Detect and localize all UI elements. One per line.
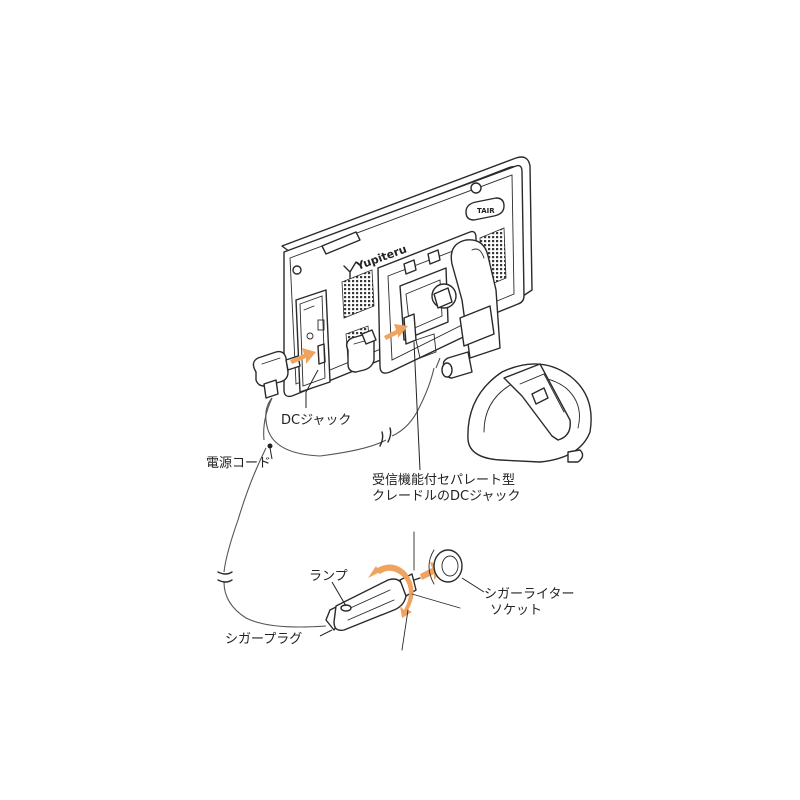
label-lamp: ランプ <box>309 569 348 584</box>
top-slot <box>321 231 361 255</box>
label-cradle-dc-jack-line1: 受信機能付セパレート型 <box>372 473 515 488</box>
tair-button-label: TAIR <box>477 207 495 215</box>
label-cigar-socket-line2: ソケット <box>490 603 542 618</box>
label-cigar-socket-line1: シガーライター <box>484 587 574 602</box>
headphone-jack-icon <box>306 332 314 340</box>
cradle-dc-jack <box>403 313 417 345</box>
power-button-icon <box>470 182 482 194</box>
dc-jack-port <box>317 343 326 365</box>
label-cigar-plug: シガープラグ <box>225 632 302 647</box>
suction-mount <box>441 239 592 463</box>
cigar-lighter-socket <box>401 531 463 651</box>
leader-lines <box>267 341 485 637</box>
wavy-break-icon <box>379 427 392 447</box>
speaker-grille <box>341 269 375 319</box>
brand-mark-icon <box>343 261 357 281</box>
cradle-plug <box>345 329 377 373</box>
arrow-right-icon <box>290 348 316 364</box>
label-dc-jack: DCジャック <box>281 413 351 428</box>
mount-hole-icon <box>292 265 302 275</box>
tair-button[interactable] <box>465 197 505 221</box>
cigar-plug <box>325 564 421 632</box>
label-cradle-dc-jack-line2: クレードルのDCジャック <box>372 489 520 504</box>
lamp-indicator <box>340 604 352 612</box>
label-power-cord: 電源コード <box>206 456 271 471</box>
wavy-break-icon <box>217 571 233 583</box>
arrow-right-icon <box>384 324 408 340</box>
power-cord <box>217 357 441 628</box>
